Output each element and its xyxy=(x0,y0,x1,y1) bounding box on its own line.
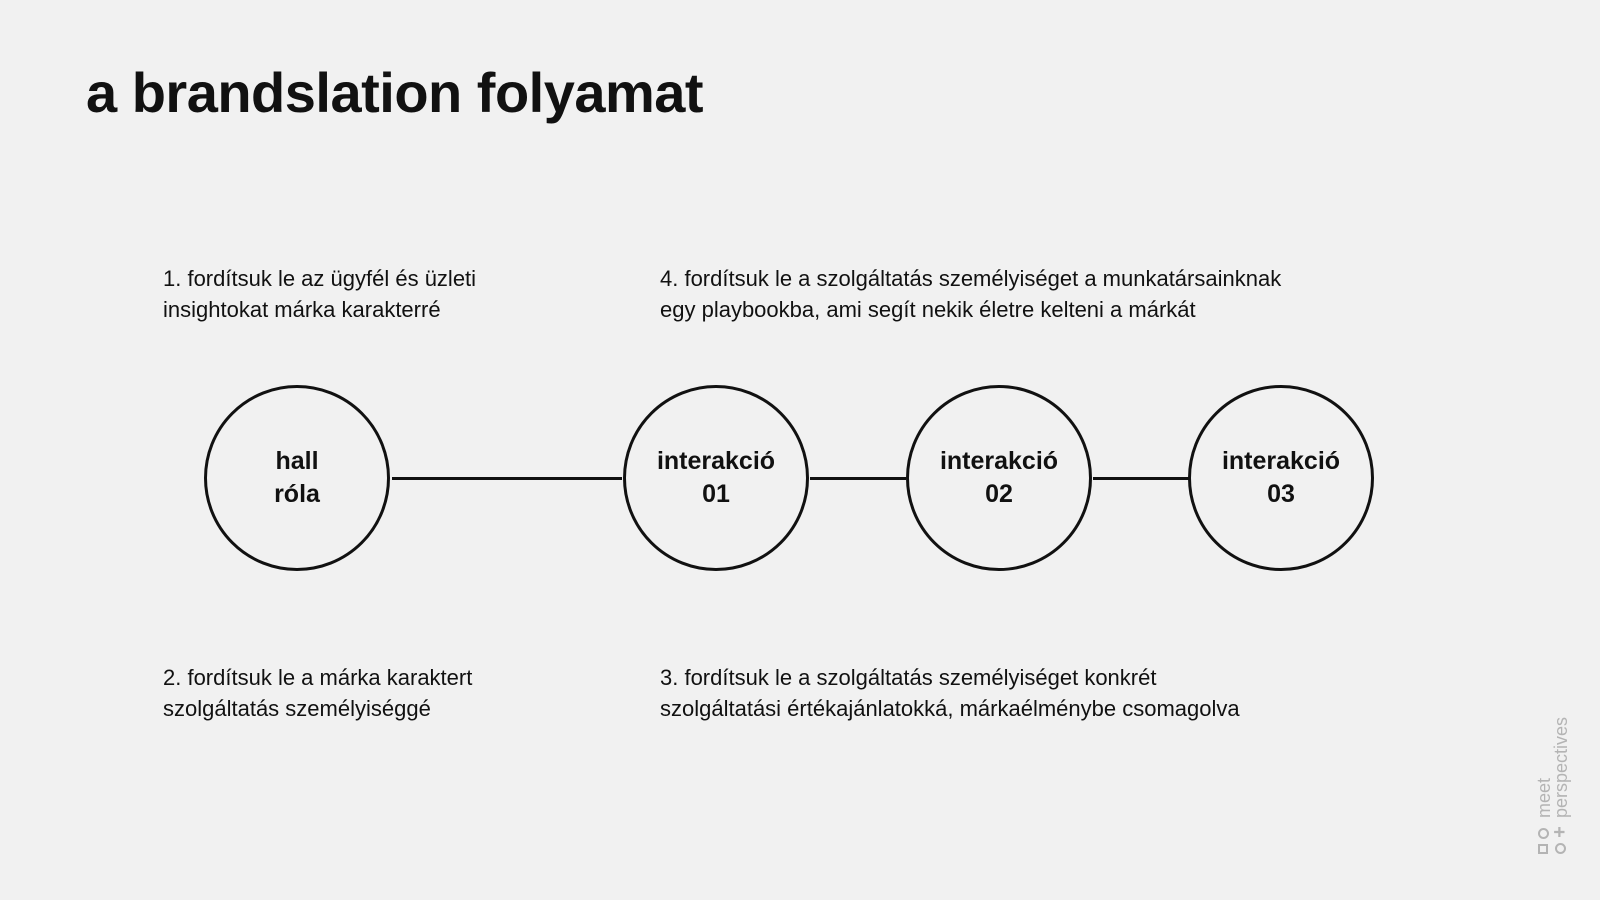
node-1-line-1: hall xyxy=(275,447,319,475)
node-4-line-1: interakció xyxy=(1221,447,1341,475)
step-1-description: 1. fordítsuk le az ügyfél és üzleti insi… xyxy=(163,263,476,325)
step-2-line-2: szolgáltatás személyiséggé xyxy=(163,696,431,721)
step-3-description: 3. fordítsuk le a szolgáltatás személyis… xyxy=(660,662,1240,724)
node-1-line-2: róla xyxy=(274,480,320,508)
node-2-line-1: interakció xyxy=(656,447,776,475)
step-3-line-1: 3. fordítsuk le a szolgáltatás személyis… xyxy=(660,665,1157,690)
step-4-line-2: egy playbookba, ami segít nekik életre k… xyxy=(660,297,1196,322)
node-3-line-1: interakció xyxy=(939,447,1059,475)
step-2-line-1: 2. fordítsuk le a márka karaktert xyxy=(163,665,473,690)
node-interakcio-03: interakció 03 xyxy=(1188,385,1374,571)
node-interakcio-02: interakció 02 xyxy=(906,385,1092,571)
step-1-line-1: 1. fordítsuk le az ügyfél és üzleti xyxy=(163,266,477,291)
step-3-line-2: szolgáltatási értékajánlatokká, márkaélm… xyxy=(660,696,1240,721)
step-4-description: 4. fordítsuk le a szolgáltatás személyis… xyxy=(660,263,1281,325)
connector-line-3 xyxy=(1093,477,1189,480)
connector-line-2 xyxy=(810,477,906,480)
step-1-line-2: insightokat márka karakterré xyxy=(163,297,441,322)
meet-perspectives-logo-icon: + xyxy=(1536,824,1571,856)
brand-line-2: perspectives xyxy=(1551,716,1571,818)
node-2-line-2: 01 xyxy=(702,480,730,508)
node-hall-rola: hall róla xyxy=(204,385,390,571)
node-interakcio-01: interakció 01 xyxy=(623,385,809,571)
node-3-line-2: 02 xyxy=(985,480,1013,508)
connector-line-1 xyxy=(392,477,622,480)
brand-wordmark: meet perspectives xyxy=(1534,716,1571,824)
step-4-line-1: 4. fordítsuk le a szolgáltatás személyis… xyxy=(660,266,1282,291)
step-2-description: 2. fordítsuk le a márka karaktert szolgá… xyxy=(163,662,472,724)
slide-title: a brandslation folyamat xyxy=(86,61,704,124)
node-4-line-2: 03 xyxy=(1267,480,1295,508)
brand-watermark: + meet perspectives xyxy=(1534,706,1571,856)
